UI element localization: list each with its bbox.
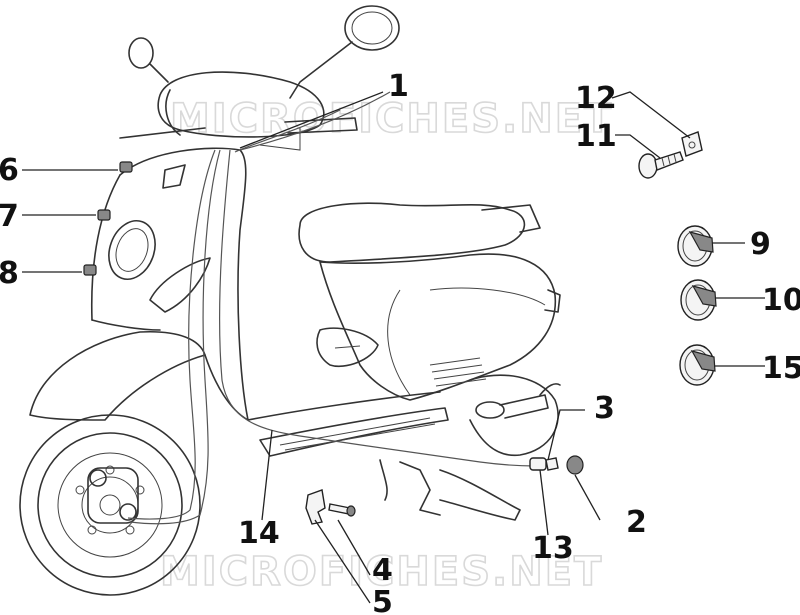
cables bbox=[127, 91, 536, 525]
bracket-part-5 bbox=[305, 489, 326, 525]
scooter-illustration bbox=[19, 5, 561, 596]
left-mirror bbox=[128, 37, 169, 83]
callout-15: 15 bbox=[762, 351, 800, 386]
callout-6: 6 bbox=[0, 153, 19, 188]
seat bbox=[298, 202, 541, 263]
callout-5: 5 bbox=[372, 585, 393, 615]
callout-10: 10 bbox=[762, 283, 800, 318]
watermark-bottom: MICROFICHES.NET bbox=[160, 549, 603, 595]
callout-11: 11 bbox=[575, 119, 617, 154]
right-mirror bbox=[289, 5, 400, 99]
cable-adjuster-part-13 bbox=[529, 457, 559, 471]
hose-clamp-part-15 bbox=[679, 344, 716, 386]
front-shield bbox=[90, 147, 249, 421]
clip-nut-part-12 bbox=[681, 131, 703, 157]
callout-1: 1 bbox=[388, 69, 409, 104]
cap-part-2 bbox=[566, 455, 584, 475]
leader-lines bbox=[22, 91, 765, 604]
clip-part-8 bbox=[83, 264, 97, 276]
callout-14: 14 bbox=[238, 516, 280, 551]
screw-part-11 bbox=[638, 151, 684, 179]
callout-13: 13 bbox=[532, 531, 574, 566]
callout-3: 3 bbox=[594, 391, 615, 426]
clip-part-6 bbox=[119, 161, 133, 173]
front-fender bbox=[29, 319, 206, 421]
callout-2: 2 bbox=[626, 505, 647, 540]
callout-7: 7 bbox=[0, 199, 19, 234]
callout-12: 12 bbox=[575, 81, 617, 116]
watermark-top: MICROFICHES.NET bbox=[170, 96, 613, 142]
front-wheel bbox=[19, 414, 201, 596]
callout-labels: 1 2 3 4 5 6 7 8 9 10 11 12 13 14 15 bbox=[0, 69, 800, 615]
callout-9: 9 bbox=[750, 227, 771, 262]
floorboard bbox=[204, 354, 449, 457]
bolt-part-4 bbox=[328, 503, 356, 517]
callout-4: 4 bbox=[372, 553, 393, 588]
engine-area bbox=[379, 374, 561, 521]
callout-8: 8 bbox=[0, 256, 19, 291]
hose-clamp-part-9 bbox=[677, 225, 714, 267]
hose-clamp-part-10 bbox=[680, 279, 717, 321]
clip-part-7 bbox=[97, 209, 111, 221]
rear-body bbox=[316, 253, 561, 401]
